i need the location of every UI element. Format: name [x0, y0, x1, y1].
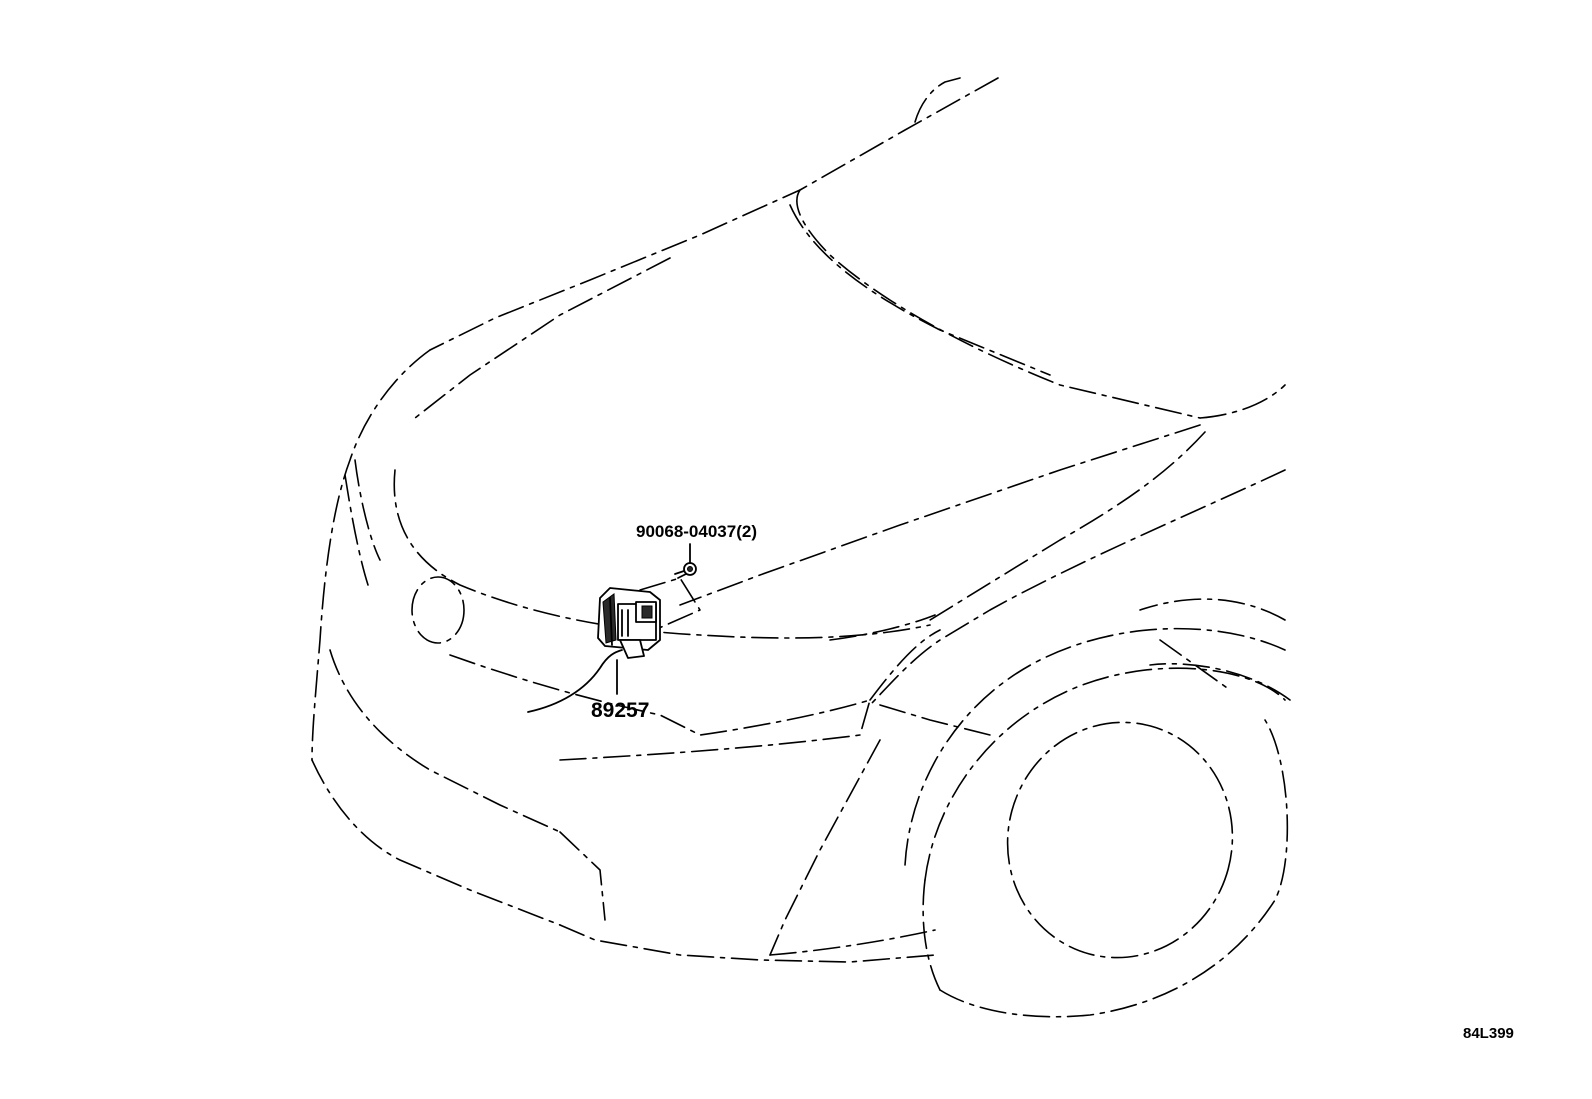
- car-body-outline: [311, 77, 1286, 963]
- bolt-fastener[interactable]: [674, 562, 697, 579]
- front-wheel: [904, 627, 1291, 1018]
- mounting-bracket-phantom: [639, 577, 701, 633]
- wire-harness: [527, 649, 623, 713]
- sensor-part-number-label[interactable]: 89257: [591, 699, 649, 722]
- diagram-reference-code: 84L399: [1463, 1025, 1514, 1042]
- ambient-sensor-assembly[interactable]: [597, 587, 661, 659]
- bolt-part-number-label[interactable]: 90068-04037(2): [636, 522, 757, 541]
